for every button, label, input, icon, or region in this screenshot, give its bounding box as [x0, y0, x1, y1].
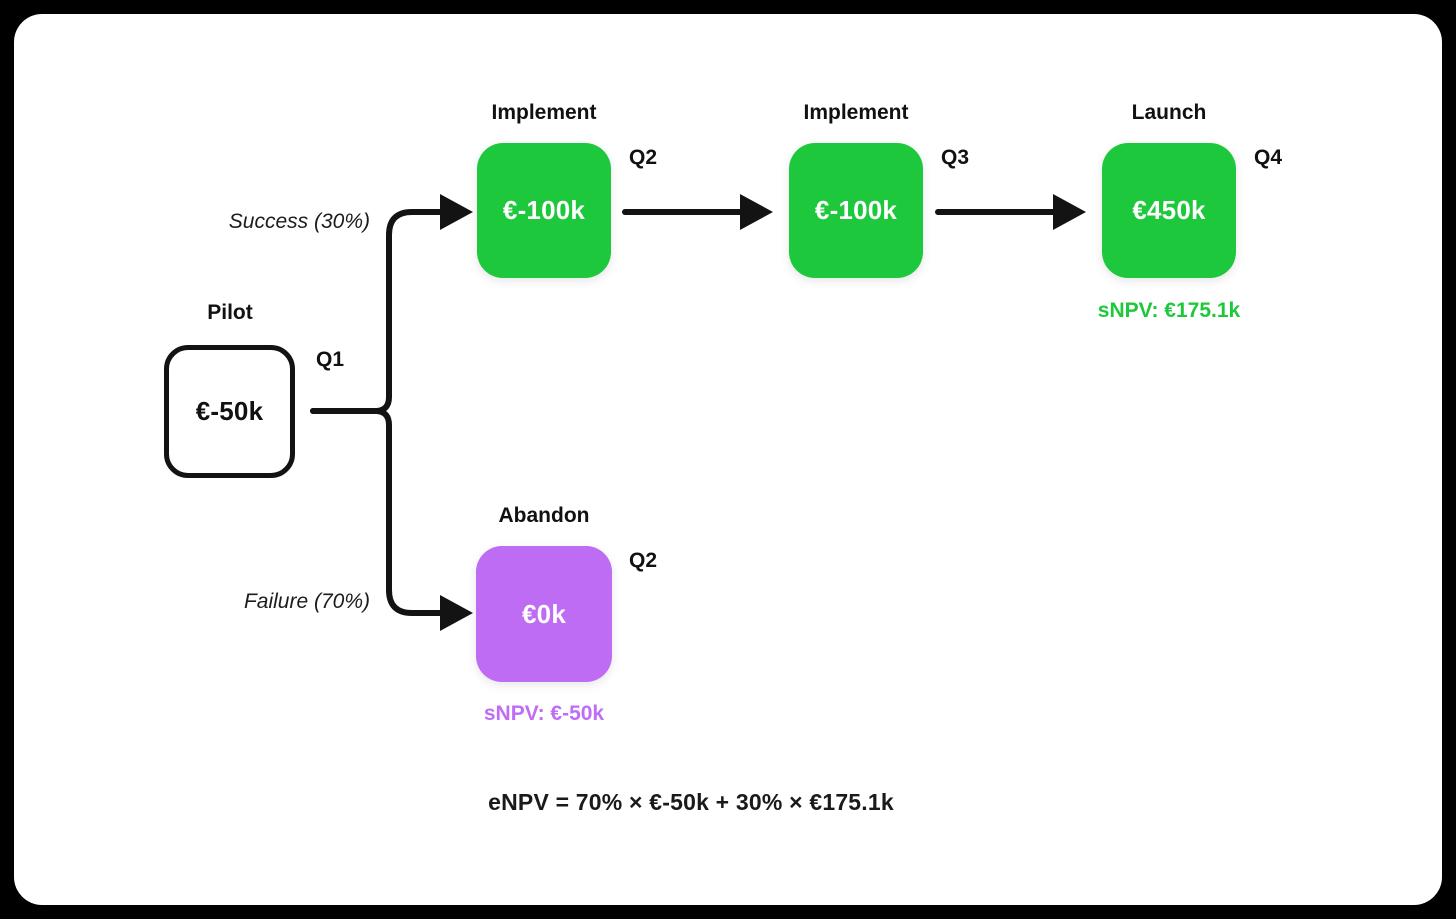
period-label-q1: Q1 [316, 348, 345, 371]
node-pilot-value: €-50k [195, 396, 264, 426]
node-implement-q3-value: €-100k [814, 195, 898, 225]
period-label-q2-abandon: Q2 [629, 549, 658, 572]
node-abandon: €0k [476, 546, 612, 682]
node-title-pilot: Pilot [207, 301, 253, 324]
node-abandon-value: €0k [522, 598, 566, 629]
period-label-q3: Q3 [941, 146, 970, 169]
node-pilot: €-50k [164, 345, 295, 478]
period-label-q4: Q4 [1254, 146, 1283, 169]
node-title-abandon: Abandon [498, 504, 590, 527]
branch-label-success: Success (30%) [228, 210, 370, 233]
snpv-failure-label: sNPV: €-50k [483, 702, 605, 725]
snpv-success-label: sNPV: €175.1k [1097, 299, 1241, 322]
node-title-implement-q3: Implement [803, 101, 909, 124]
node-launch-value: €450k [1132, 195, 1206, 225]
period-label-q2: Q2 [629, 146, 658, 169]
node-implement-q2: €-100k [477, 143, 611, 278]
branch-label-failure: Failure (70%) [243, 590, 370, 613]
node-implement-q2-value: €-100k [502, 195, 586, 225]
node-launch: €450k [1102, 143, 1236, 278]
node-title-implement-q2: Implement [491, 101, 597, 124]
node-title-launch: Launch [1131, 101, 1207, 124]
enpv-formula: eNPV = 70% × €-50k + 30% × €175.1k [488, 789, 894, 815]
node-implement-q3: €-100k [789, 143, 923, 278]
